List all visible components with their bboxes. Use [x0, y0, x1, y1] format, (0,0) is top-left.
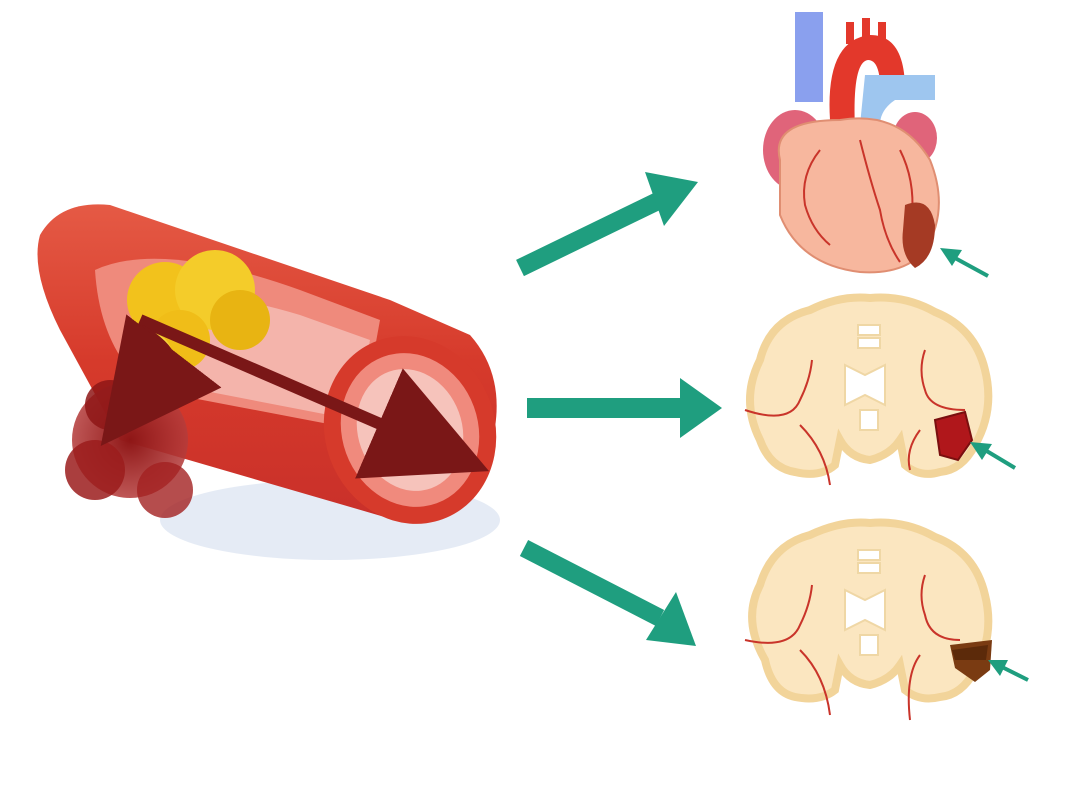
brain-infarct-pointer-arrow: [988, 660, 1029, 682]
brain-ventricles-bottom: [844, 549, 886, 656]
arrow-to-brain-bottom: [519, 539, 696, 646]
brain-ventricles-top: [844, 324, 886, 431]
outcome-arrows: [516, 172, 722, 646]
heart-illustration: [763, 12, 989, 278]
heart-pointer-arrow: [940, 248, 989, 278]
arrow-to-brain-top: [527, 378, 722, 438]
aortic-arch: [829, 35, 905, 130]
artery-illustration: [37, 204, 500, 560]
brain-hemorrhage-illustration: [744, 293, 1017, 486]
arrow-to-heart: [516, 172, 698, 277]
brain-hemorrhage-spot: [933, 410, 974, 462]
brain-hemorrhage-pointer-arrow: [970, 442, 1017, 470]
brain-infarct-illustration: [744, 518, 1029, 721]
pulmonary-artery: [860, 75, 935, 125]
curved-rupture-arrow: [100, 314, 222, 447]
heart-infarct-area: [902, 202, 935, 268]
superior-vena-cava: [795, 12, 823, 102]
